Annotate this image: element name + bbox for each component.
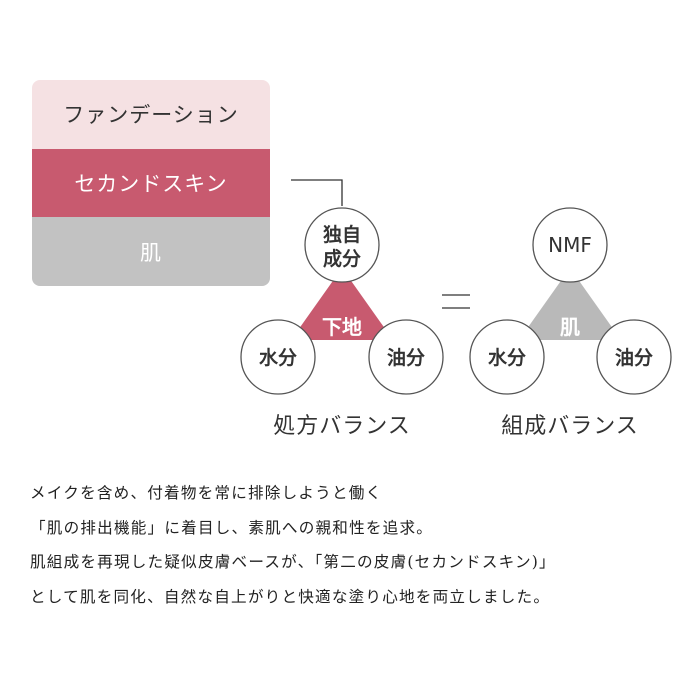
equals-sign-text: = <box>456 304 457 306</box>
composition-right-label: 油分 <box>615 347 653 369</box>
formula-triangle <box>291 268 393 340</box>
layer-skin: 肌 <box>32 217 270 286</box>
formula-right-circle <box>368 319 444 395</box>
layer-second-skin: セカンドスキン <box>32 148 270 218</box>
formula-center-label: 下地 <box>322 315 362 339</box>
layer-stack: ファンデーション セカンドスキン 肌 <box>32 80 270 286</box>
equals-sign: = <box>442 294 470 309</box>
formula-top-label-2: 成分 <box>323 247 361 270</box>
layer-foundation: ファンデーション <box>32 80 270 149</box>
formula-caption: 処方バランス <box>273 414 411 439</box>
formula-top-circle <box>304 207 380 283</box>
composition-left-circle <box>469 319 545 395</box>
composition-top-label: NMF <box>548 233 592 257</box>
formula-top-label-1: 独自 <box>323 223 361 246</box>
body-text-line-2: 「肌の排出機能」に着目し、素肌への親和性を追求。 <box>30 518 434 537</box>
connector-line <box>291 179 343 206</box>
composition-triangle <box>519 268 621 340</box>
formula-right-label: 油分 <box>387 347 425 369</box>
layer-foundation-label: ファンデーション <box>63 103 239 128</box>
composition-left-label: 水分 <box>488 347 526 369</box>
composition-right-circle <box>596 319 672 395</box>
layer-skin-label: 肌 <box>140 240 162 265</box>
composition-center-label: 肌 <box>560 315 580 339</box>
composition-top-circle <box>532 207 608 283</box>
layer-second-skin-label: セカンドスキン <box>74 171 228 196</box>
body-text-line-1: メイクを含め、付着物を常に排除しようと働く <box>30 484 383 502</box>
formula-left-label: 水分 <box>259 347 297 369</box>
body-text-line-4: として肌を同化、自然な自上がりと快適な塗り心地を両立しました。 <box>30 587 551 606</box>
formula-left-circle <box>240 319 316 395</box>
composition-caption: 組成バランス <box>501 414 639 439</box>
body-text-line-3: 肌組成を再現した疑似皮膚ベースが、「第二の皮膚(セカンドスキン)」 <box>30 553 556 571</box>
balance-diagram: 下地 独自 成分 水分 油分 処方バランス = 肌 NMF 水分 油分 組成バラ… <box>240 179 672 439</box>
body-text: メイクを含め、付着物を常に排除しようと働く 「肌の排出機能」に着目し、素肌への親… <box>30 476 680 614</box>
